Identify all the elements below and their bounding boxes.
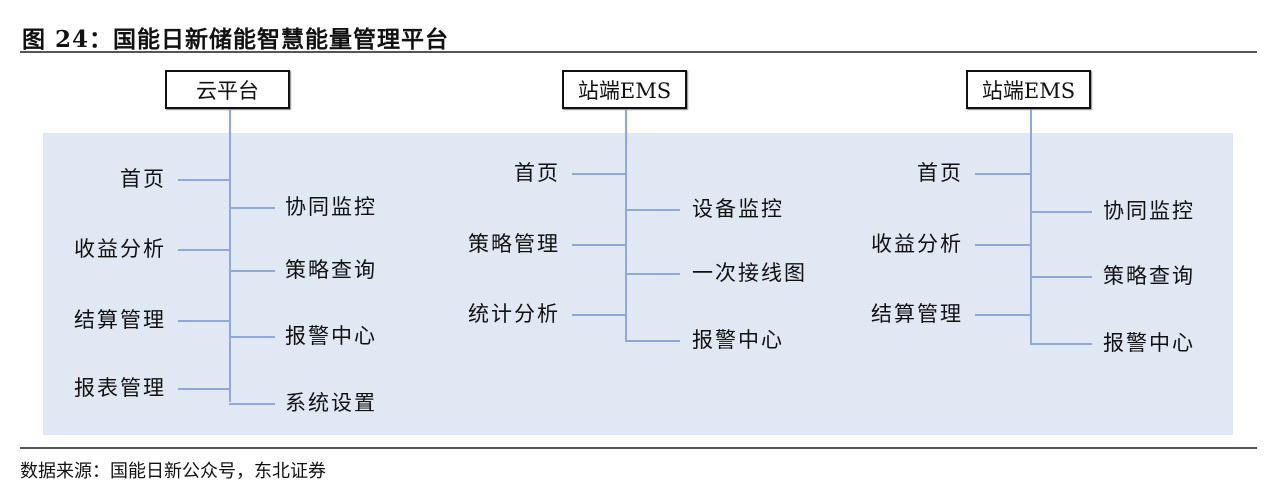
branch-connector: [178, 179, 229, 181]
left-node: 策略管理: [468, 232, 560, 256]
branch-connector: [975, 314, 1030, 316]
figure-title: 图 24：国能日新储能智慧能量管理平台: [22, 26, 450, 53]
branch-connector: [178, 249, 229, 251]
trunk-connector: [1030, 108, 1032, 343]
right-node: 报警中心: [1103, 331, 1195, 355]
right-node: 一次接线图: [692, 261, 807, 285]
left-node: 结算管理: [74, 308, 166, 332]
branch-connector: [178, 388, 229, 390]
right-node: 策略查询: [285, 258, 377, 282]
left-node: 收益分析: [74, 237, 166, 261]
branch-connector: [572, 314, 625, 316]
branch-connector: [1030, 276, 1092, 278]
branch-connector: [1030, 343, 1092, 345]
branch-connector: [229, 270, 275, 272]
diagram-panel: [43, 133, 1233, 435]
branch-connector: [625, 340, 680, 342]
left-node: 首页: [917, 161, 963, 185]
right-node: 系统设置: [285, 391, 377, 415]
right-node: 设备监控: [692, 197, 784, 221]
left-node: 首页: [514, 161, 560, 185]
branch-connector: [625, 273, 680, 275]
left-node: 结算管理: [871, 302, 963, 326]
left-node: 报表管理: [74, 376, 166, 400]
root-box: 站端EMS: [966, 70, 1091, 109]
branch-connector: [572, 244, 625, 246]
branch-connector: [229, 336, 275, 338]
right-node: 报警中心: [285, 324, 377, 348]
trunk-connector: [229, 108, 231, 402]
bottom-divider: [20, 447, 1257, 449]
branch-connector: [975, 244, 1030, 246]
left-node: 收益分析: [871, 232, 963, 256]
branch-connector: [229, 403, 275, 405]
top-divider: [20, 51, 1257, 53]
branch-connector: [1030, 211, 1092, 213]
right-node: 策略查询: [1103, 264, 1195, 288]
right-node: 报警中心: [692, 328, 784, 352]
branch-connector: [229, 207, 275, 209]
branch-connector: [178, 320, 229, 322]
trunk-connector: [625, 108, 627, 340]
left-node: 首页: [120, 167, 166, 191]
branch-connector: [975, 173, 1030, 175]
right-node: 协同监控: [1103, 199, 1195, 223]
left-node: 统计分析: [468, 302, 560, 326]
right-node: 协同监控: [285, 195, 377, 219]
root-box: 站端EMS: [562, 70, 687, 109]
branch-connector: [572, 173, 625, 175]
source-note: 数据来源：国能日新公众号，东北证券: [20, 461, 326, 482]
root-box: 云平台: [165, 70, 290, 109]
branch-connector: [625, 209, 680, 211]
